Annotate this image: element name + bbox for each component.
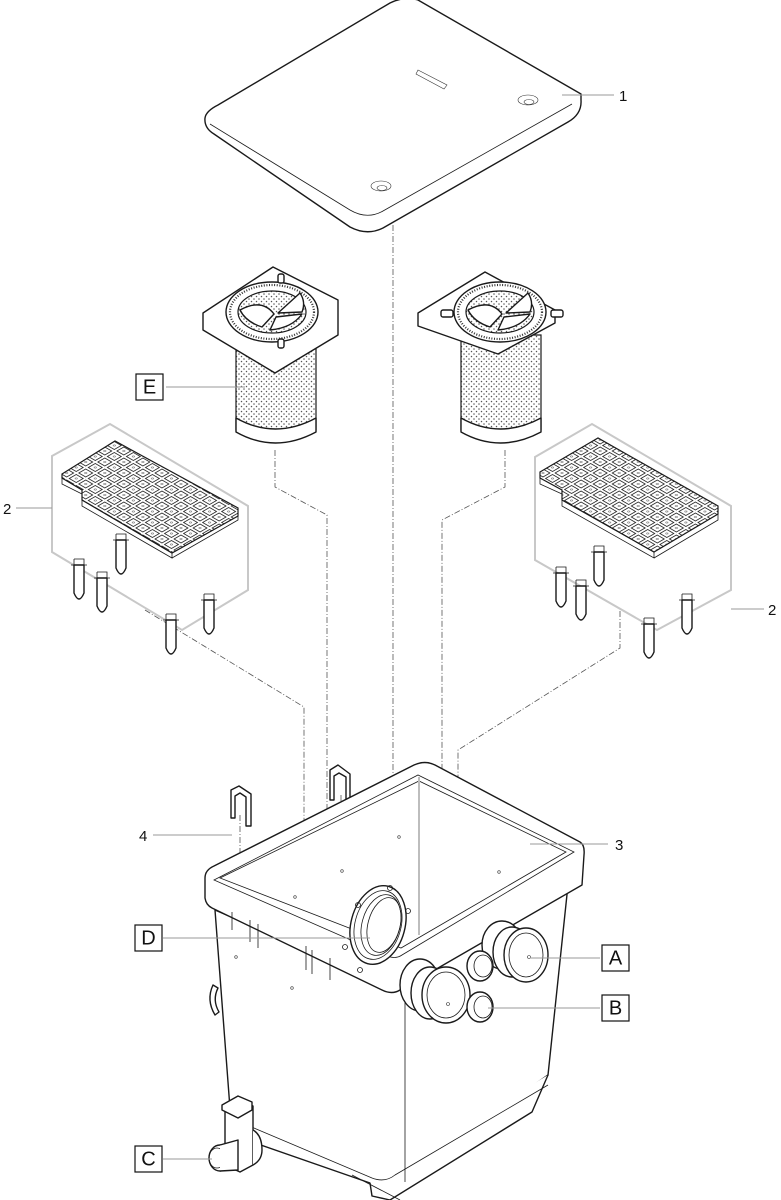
grid-plate-set-right: [534, 422, 732, 659]
connection-label-c: C: [134, 1145, 163, 1173]
lid: [204, 0, 582, 233]
connection-label-b-text: B: [609, 998, 622, 1020]
filter-basket-right: [417, 271, 564, 444]
drain-valve-c: [208, 1095, 263, 1173]
inlet-flange-d: [342, 885, 411, 973]
port-a: [466, 920, 549, 983]
grid-plate-set-left: [51, 422, 249, 655]
part-label-4: 4: [139, 828, 147, 845]
lid-hole-right: [517, 94, 539, 106]
part-label-3: 3: [615, 837, 623, 854]
clip-left: [230, 785, 252, 827]
connection-label-a: A: [601, 944, 630, 972]
port-b: [399, 958, 494, 1024]
filter-container: [204, 761, 585, 1200]
basket-pin: [277, 273, 285, 284]
lid-hole-left: [370, 180, 392, 192]
anchor-pegs-right: [553, 545, 695, 659]
part-label-1: 1: [619, 88, 627, 105]
basket-pin: [277, 338, 285, 349]
connection-label-d-text: D: [141, 928, 155, 950]
anchor-pegs-left: [71, 533, 217, 655]
connection-label-d: D: [134, 924, 163, 952]
connection-label-a-text: A: [609, 948, 623, 970]
part-label-2-left: 2: [3, 501, 11, 518]
leader-lines: [16, 94, 764, 1160]
clip-center: [329, 764, 351, 809]
filter-basket-left: [202, 266, 339, 444]
lid-handle-slot: [415, 69, 448, 90]
part-label-2-right: 2: [768, 602, 776, 619]
connection-label-b: B: [601, 994, 630, 1022]
connection-label-e: E: [135, 373, 164, 401]
connection-label-c-text: C: [141, 1149, 155, 1171]
connection-label-e-text: E: [143, 377, 156, 399]
